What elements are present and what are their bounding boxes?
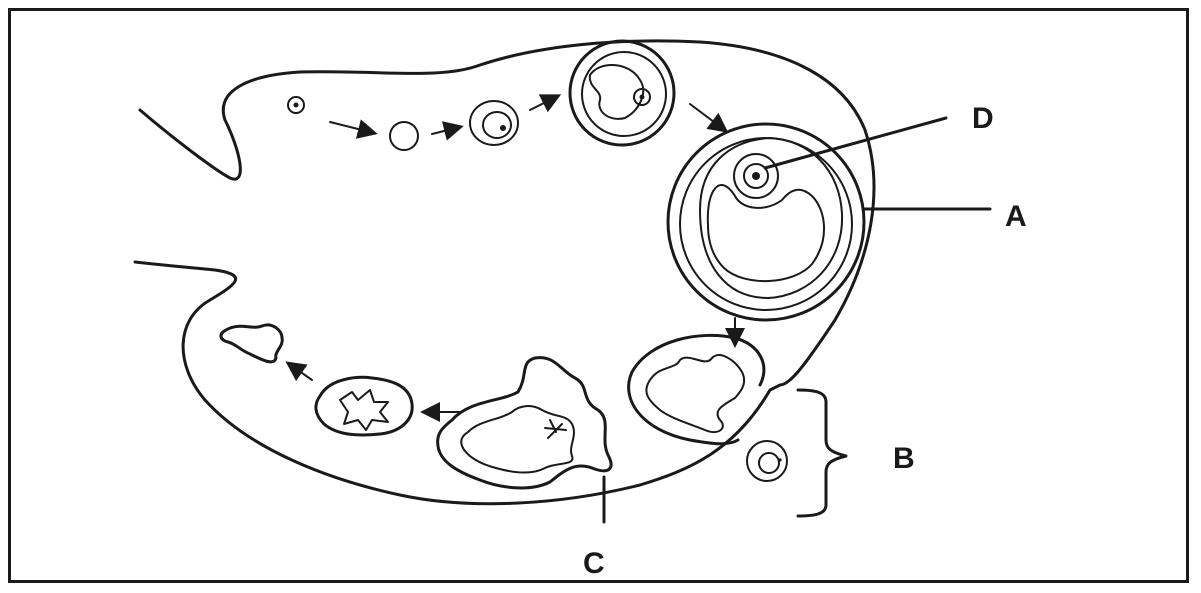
corpus-albicans-inner: [340, 390, 388, 430]
scar-tissue: [221, 325, 282, 362]
corpus-luteum-center: [545, 420, 566, 438]
released-oocyte-inner: [759, 453, 779, 473]
corpus-luteum-inner: [461, 406, 574, 473]
corpus-luteum: [438, 358, 611, 488]
tertiary-follicle: [570, 41, 674, 145]
arrow-3: [530, 98, 554, 110]
secondary-follicle-nucleus: [500, 125, 506, 131]
label-a: A: [1005, 200, 1027, 233]
graafian-follicle-outer: [668, 124, 864, 320]
label-d: D: [972, 102, 994, 135]
arrow-2: [432, 128, 456, 134]
graafian-follicle-theca: [680, 138, 852, 310]
tertiary-follicle-ring: [582, 52, 666, 136]
graafian-follicle-nucleus: [752, 172, 760, 180]
arrow-4: [690, 104, 722, 128]
tertiary-follicle-nucleus: [640, 95, 645, 100]
arrow-7: [292, 366, 312, 380]
released-oocyte-dot: [778, 458, 781, 461]
primary-follicle: [390, 122, 418, 150]
graafian-follicle-granulosa: [700, 138, 842, 298]
ovary-outline: [135, 41, 874, 504]
ruptured-follicle-inner: [646, 355, 744, 432]
label-b: B: [893, 442, 915, 475]
label-b-bracket: [798, 390, 846, 516]
label-c: C: [583, 547, 605, 580]
arrow-1: [330, 122, 370, 132]
graafian-follicle-antrum: [708, 185, 824, 281]
secondary-follicle-inner: [483, 112, 511, 138]
primordial-follicle-nucleus: [294, 103, 299, 108]
